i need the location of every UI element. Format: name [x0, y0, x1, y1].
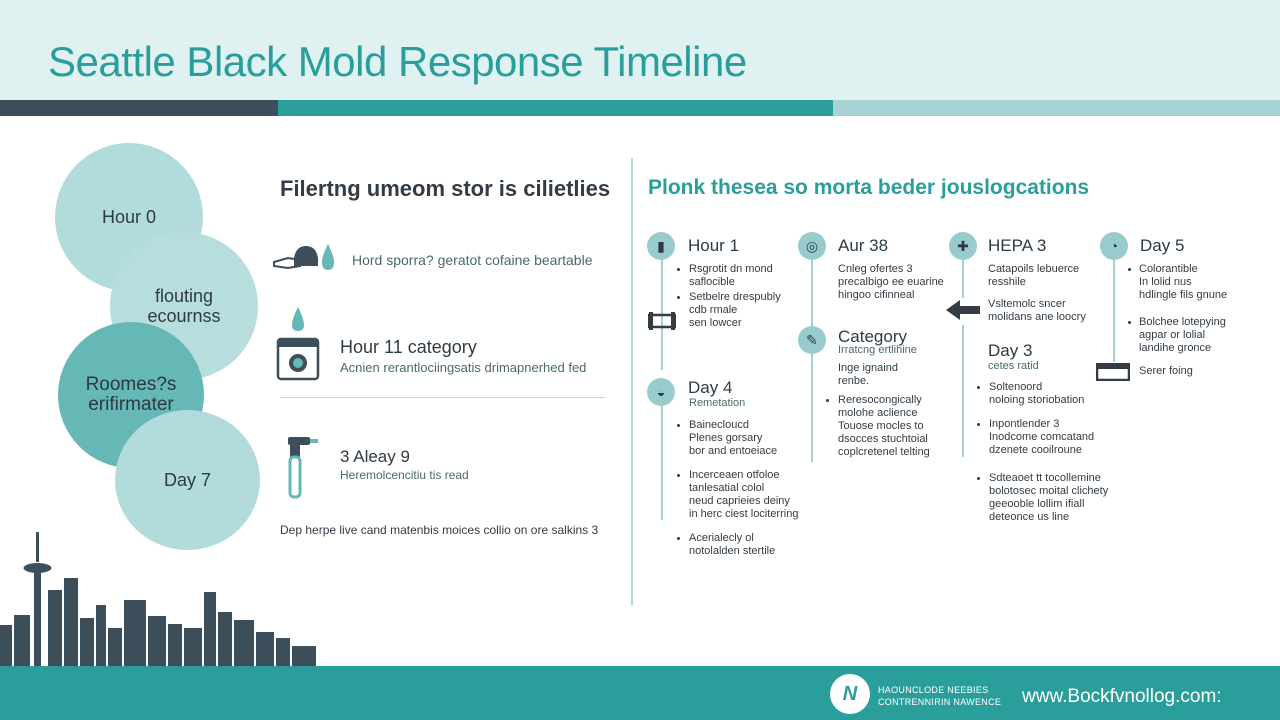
timeline-step-label: Day 4 — [688, 378, 733, 397]
timeline-step-sub: Irratcng ertlihine — [838, 344, 917, 356]
middle-divider — [280, 397, 605, 398]
bullet-dot — [826, 399, 829, 402]
target-icon: ◎ — [798, 232, 826, 260]
middle-row-title: 3 Aleay 9 — [340, 447, 410, 466]
bullet-dot — [977, 386, 980, 389]
logo-mark-icon: N — [842, 682, 858, 705]
accent-bar-light — [833, 100, 1280, 116]
circle-label: Day 7 — [163, 470, 212, 490]
timeline-step-sub: cetes ratid — [988, 360, 1039, 372]
bullet-dot — [977, 477, 980, 480]
circle-label: Hour 0 — [101, 207, 157, 227]
inspection-icon: ✎ — [798, 326, 826, 354]
timeline-step-label: Hour 1 — [688, 236, 740, 255]
timeline-step-label: HEPA 3 — [988, 236, 1047, 255]
timeline-step-label: Aur 38 — [838, 236, 889, 255]
plus-icon: ✚ — [949, 232, 977, 260]
right-heading: Plonk thesea so morta beder jouslogcatio… — [648, 176, 1090, 199]
timeline-line — [661, 402, 663, 520]
timeline-step-sub: Remetation — [689, 397, 746, 409]
timeline-step-label: Category — [838, 327, 907, 346]
air-scrubber-icon — [276, 307, 320, 381]
footer-band — [0, 666, 1280, 720]
bullet-dot — [677, 268, 680, 271]
timeline-line — [962, 258, 964, 298]
machine-icon — [1096, 363, 1130, 381]
bullet-dot — [677, 296, 680, 299]
bullet-dot — [677, 474, 680, 477]
gauge-icon: ◔ — [1100, 232, 1128, 260]
timeline-step-label: Day 3 — [988, 341, 1033, 360]
bullet-dot — [1128, 321, 1131, 324]
mold-bottle-icon — [273, 244, 334, 270]
timeline-line — [1113, 258, 1115, 362]
dehumidifier-icon: ◒ — [647, 378, 675, 406]
building-icon: ▮ — [647, 232, 675, 260]
timeline-circle-4: Day 7 — [115, 410, 260, 550]
middle-note: Dep herpe live cand matenbis moices coll… — [280, 523, 599, 537]
middle-row-text: Acnien rerantlociingsatis drimapnerhed f… — [340, 360, 587, 375]
accent-bar-dark — [0, 100, 278, 116]
company-logo: N — [830, 674, 870, 714]
timeline-line — [962, 325, 964, 457]
bullet-dot — [677, 537, 680, 540]
middle-heading: Filertng umeom stor is cilietlies — [280, 176, 611, 201]
middle-row-title: Hour 11 category — [340, 337, 477, 357]
bed-icon — [648, 312, 676, 330]
middle-row-text: Heremolcencitiu tis read — [340, 468, 469, 482]
page-title: Seattle Black Mold Response Timeline — [48, 38, 747, 85]
bullet-dot — [677, 424, 680, 427]
timeline-step-label: Day 5 — [1140, 236, 1185, 255]
header-band — [0, 0, 1280, 100]
bullet-dot — [977, 423, 980, 426]
spray-tool-icon — [288, 437, 318, 499]
bullet-dot — [1128, 268, 1131, 271]
timeline-line — [811, 354, 813, 462]
accent-bar-teal — [278, 100, 833, 116]
seattle-skyline-illustration — [0, 532, 316, 670]
timeline-line — [811, 258, 813, 326]
arrow-left-icon — [946, 300, 980, 320]
column-divider — [631, 158, 633, 605]
middle-row-text: Hord sporra? geratot cofaine beartable — [352, 252, 593, 268]
website-link[interactable]: www.Bockfvnollog.com: — [1022, 686, 1222, 707]
timeline-bullet: Serer foing — [1139, 365, 1193, 377]
